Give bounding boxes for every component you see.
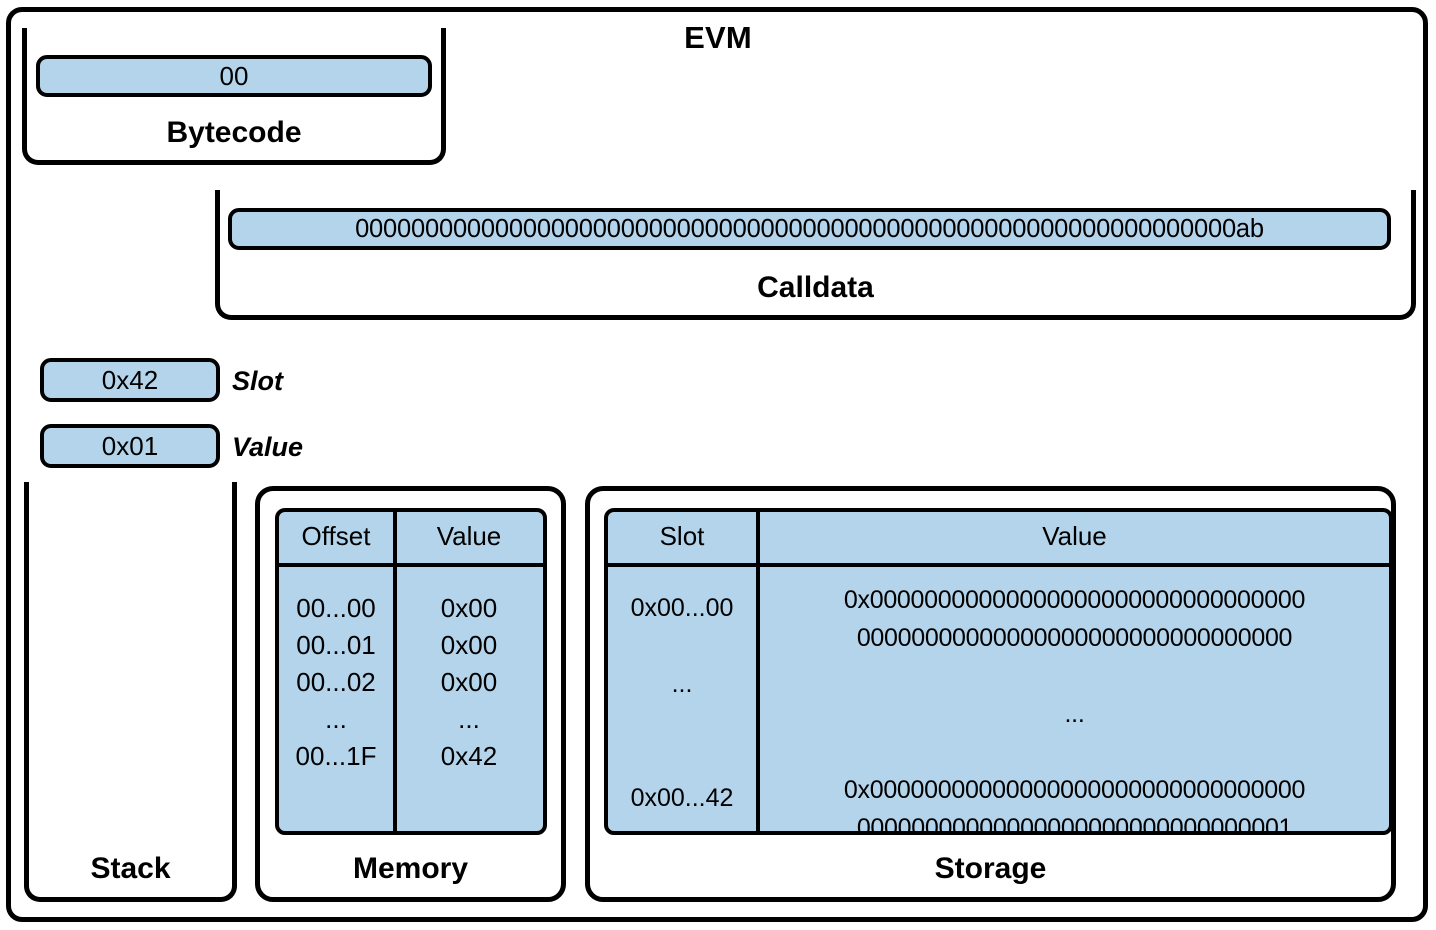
storage-table-body: 0x00...00 ... 0x00...42 0x00000000000000… bbox=[608, 567, 1389, 835]
memory-offset-cell: 00...1F bbox=[295, 741, 377, 771]
storage-value-line: 0x00000000000000000000000000000000 bbox=[843, 776, 1306, 804]
memory-header-value: Value bbox=[436, 521, 502, 551]
page-title: EVM bbox=[684, 20, 752, 55]
storage-value-column: 0x00000000000000000000000000000000 00000… bbox=[760, 567, 1389, 835]
calldata-cell[interactable]: 0000000000000000000000000000000000000000… bbox=[228, 208, 1391, 250]
memory-table-body: 00...00 00...01 00...02 ... 00...1F 0x00… bbox=[279, 567, 543, 831]
calldata-section bbox=[215, 190, 1416, 320]
memory-offset-cell: ... bbox=[325, 704, 347, 734]
storage-slot-cell: ... bbox=[671, 670, 693, 698]
bytecode-section bbox=[22, 28, 446, 165]
memory-header-offset: Offset bbox=[279, 512, 397, 563]
storage-slot-column: 0x00...00 ... 0x00...42 bbox=[608, 567, 760, 831]
storage-value-line: 00000000000000000000000000000001 bbox=[856, 814, 1293, 835]
stack-item-value[interactable]: 0x01 bbox=[40, 424, 220, 468]
storage-header-value: Value bbox=[1042, 521, 1107, 551]
memory-offset-column: 00...00 00...01 00...02 ... 00...1F bbox=[279, 567, 397, 831]
bytecode-cell[interactable]: 00 bbox=[36, 55, 432, 97]
stack-item-slot-annotation: Slot bbox=[232, 366, 283, 396]
storage-slot-cell: 0x00...00 bbox=[630, 594, 734, 622]
memory-value-column: 0x00 0x00 0x00 ... 0x42 bbox=[397, 567, 541, 831]
stack-item-value-annotation: Value bbox=[232, 432, 304, 462]
bytecode-section-label: Bytecode bbox=[166, 116, 302, 149]
storage-section-label: Storage bbox=[934, 852, 1047, 885]
stack-section bbox=[24, 482, 237, 902]
storage-header-slot: Slot bbox=[608, 512, 760, 563]
calldata-section-label: Calldata bbox=[757, 271, 874, 304]
memory-offset-cell: 00...02 bbox=[296, 667, 376, 697]
storage-table: Slot Value 0x00...00 ... 0x00...42 0x000… bbox=[604, 508, 1393, 835]
storage-table-header-row: Slot Value bbox=[608, 512, 1389, 567]
memory-section-label: Memory bbox=[352, 852, 469, 885]
storage-value-line: 0x00000000000000000000000000000000 bbox=[843, 586, 1306, 614]
memory-value-cell: 0x00 bbox=[440, 667, 498, 697]
memory-offset-cell: 00...01 bbox=[296, 630, 376, 660]
memory-table-header-row: Offset Value bbox=[279, 512, 543, 567]
memory-value-cell: ... bbox=[458, 704, 480, 734]
storage-slot-cell: 0x00...42 bbox=[630, 784, 734, 812]
memory-table: Offset Value 00...00 00...01 00...02 ...… bbox=[275, 508, 547, 835]
memory-offset-cell: 00...00 bbox=[296, 593, 376, 623]
storage-value-line: 00000000000000000000000000000000 bbox=[856, 624, 1293, 652]
stack-section-label: Stack bbox=[90, 852, 171, 885]
memory-value-cell: 0x00 bbox=[440, 630, 498, 660]
memory-value-cell: 0x00 bbox=[440, 593, 498, 623]
stack-item-slot[interactable]: 0x42 bbox=[40, 358, 220, 402]
memory-value-cell: 0x42 bbox=[440, 741, 498, 771]
storage-value-line: ... bbox=[1064, 700, 1085, 728]
